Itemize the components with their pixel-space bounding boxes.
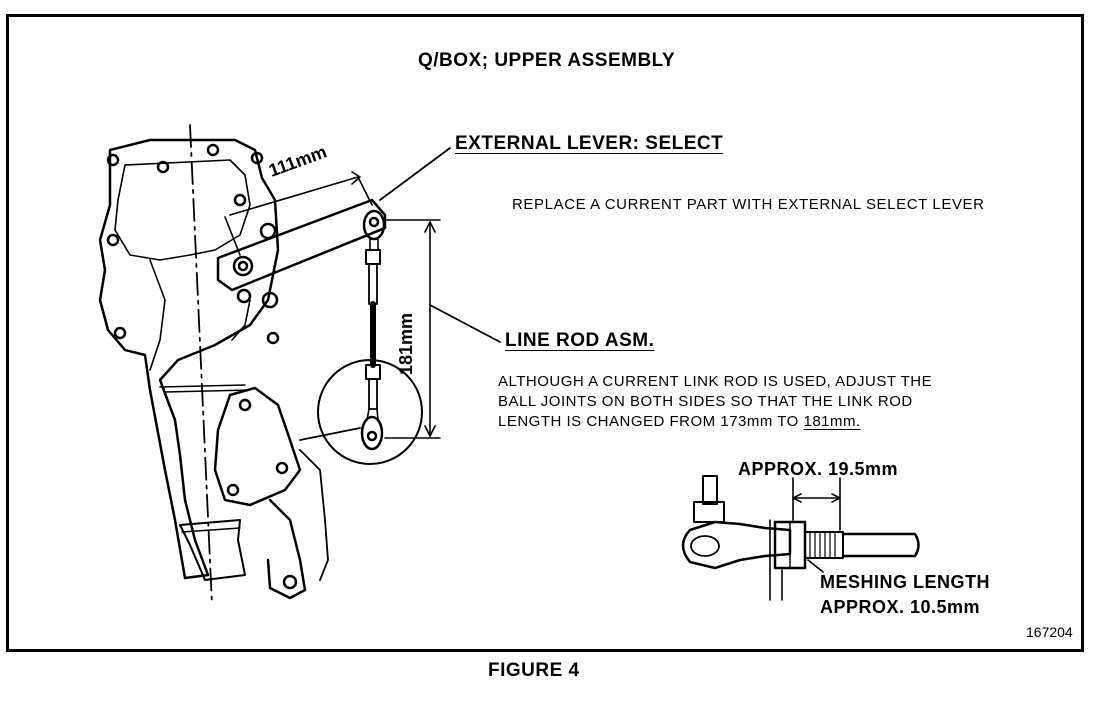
line-rod-leader <box>429 304 501 343</box>
adjust-note-value: 181mm. <box>803 413 861 430</box>
figure-caption: FIGURE 4 <box>488 660 580 681</box>
lower-bracket <box>213 386 302 507</box>
bolt-hole <box>106 233 120 247</box>
bolt-hole <box>206 143 220 157</box>
lower-arm-hole <box>282 574 298 590</box>
line-rod-label: LINE ROD ASM. <box>505 330 655 351</box>
rod-thread-lower <box>368 378 378 410</box>
lever-nut <box>259 222 277 240</box>
external-lever-label: EXTERNAL LEVER: SELECT <box>455 133 724 154</box>
diagram-frame <box>6 14 1084 652</box>
detail-housing <box>681 520 792 570</box>
bolt-hole <box>156 160 170 174</box>
figure-number: 167204 <box>1026 624 1073 640</box>
dim-approx-arrow-r <box>831 493 841 503</box>
meshing-length-label: MESHING LENGTH <box>820 572 991 592</box>
output-boot <box>179 519 246 581</box>
rod-thread-upper <box>368 263 378 305</box>
housing-seam-2 <box>164 389 251 393</box>
detail-ball-joint <box>681 475 920 601</box>
detail-thread-lines <box>809 531 836 559</box>
centerline <box>189 124 213 606</box>
bolt-hole <box>106 153 120 167</box>
detail-thread <box>804 531 844 559</box>
adjust-note: ALTHOUGH A CURRENT LINK ROD IS USED, ADJ… <box>498 372 932 432</box>
bolt-hole <box>250 151 264 165</box>
meshing-leader <box>807 559 824 573</box>
housing-seam <box>159 384 246 388</box>
lower-ball-joint <box>360 415 384 451</box>
bracket-hole <box>275 461 289 475</box>
dim-181-arrow-bottom <box>424 425 436 437</box>
external-lever <box>216 198 387 292</box>
bracket-hole <box>238 398 252 412</box>
lower-arm <box>266 498 307 600</box>
rod-nut-upper <box>365 249 381 265</box>
dim-111-line <box>229 176 359 216</box>
detail-circle <box>317 359 423 465</box>
diagram-title: Q/BOX; UPPER ASSEMBLY <box>418 50 676 71</box>
dim-111-arrow <box>351 171 361 185</box>
bolt-hole <box>266 331 280 345</box>
boot-ring <box>181 527 241 533</box>
dim-111-ext2 <box>357 176 373 206</box>
gearbox-neck <box>149 259 166 371</box>
external-lever-leader <box>379 147 451 201</box>
detail-stud <box>702 475 718 505</box>
gearbox-housing <box>98 138 280 580</box>
dim-181-arrow-top <box>424 221 436 233</box>
upper-ball-joint-eye <box>368 216 380 228</box>
detail-rod <box>841 532 920 558</box>
meshing-approx-label: APPROX. 10.5mm <box>820 597 981 617</box>
lower-arm-side <box>299 449 329 581</box>
adjust-note-line2: BALL JOINTS ON BOTH SIDES SO THAT THE LI… <box>498 393 913 410</box>
upper-ball-joint <box>362 209 386 241</box>
detail-stud-nut <box>693 501 725 523</box>
approx-label: APPROX. 19.5mm <box>738 459 899 479</box>
rod-body-right2 <box>376 408 379 421</box>
lever-pivot <box>232 255 254 277</box>
rod-body-left2 <box>366 408 370 421</box>
detail-ball <box>690 535 720 557</box>
bolt-hole <box>233 193 247 207</box>
bracket-link <box>299 427 361 441</box>
adjust-note-prefix: LENGTH IS CHANGED FROM 173mm TO <box>498 413 804 430</box>
gearbox-flange-inner <box>114 159 251 261</box>
adjust-note-line1: ALTHOUGH A CURRENT LINK ROD IS USED, ADJ… <box>498 373 933 390</box>
dim-approx-arrow-l <box>792 493 802 503</box>
lever-nut <box>261 291 279 309</box>
bracket-hole <box>226 483 240 497</box>
dim-111-ext1 <box>224 216 241 256</box>
lever-pivot-inner <box>237 260 249 272</box>
replace-note: REPLACE A CURRENT PART WITH EXTERNAL SEL… <box>512 196 985 213</box>
gearbox-neck-right <box>231 299 251 341</box>
adjust-note-line3: LENGTH IS CHANGED FROM 173mm TO 181mm. <box>498 412 932 432</box>
bolt-hole <box>113 326 127 340</box>
lever-nut <box>236 288 252 304</box>
dim-181-label: 181mm <box>396 312 416 375</box>
lower-ball-joint-eye <box>366 430 378 442</box>
